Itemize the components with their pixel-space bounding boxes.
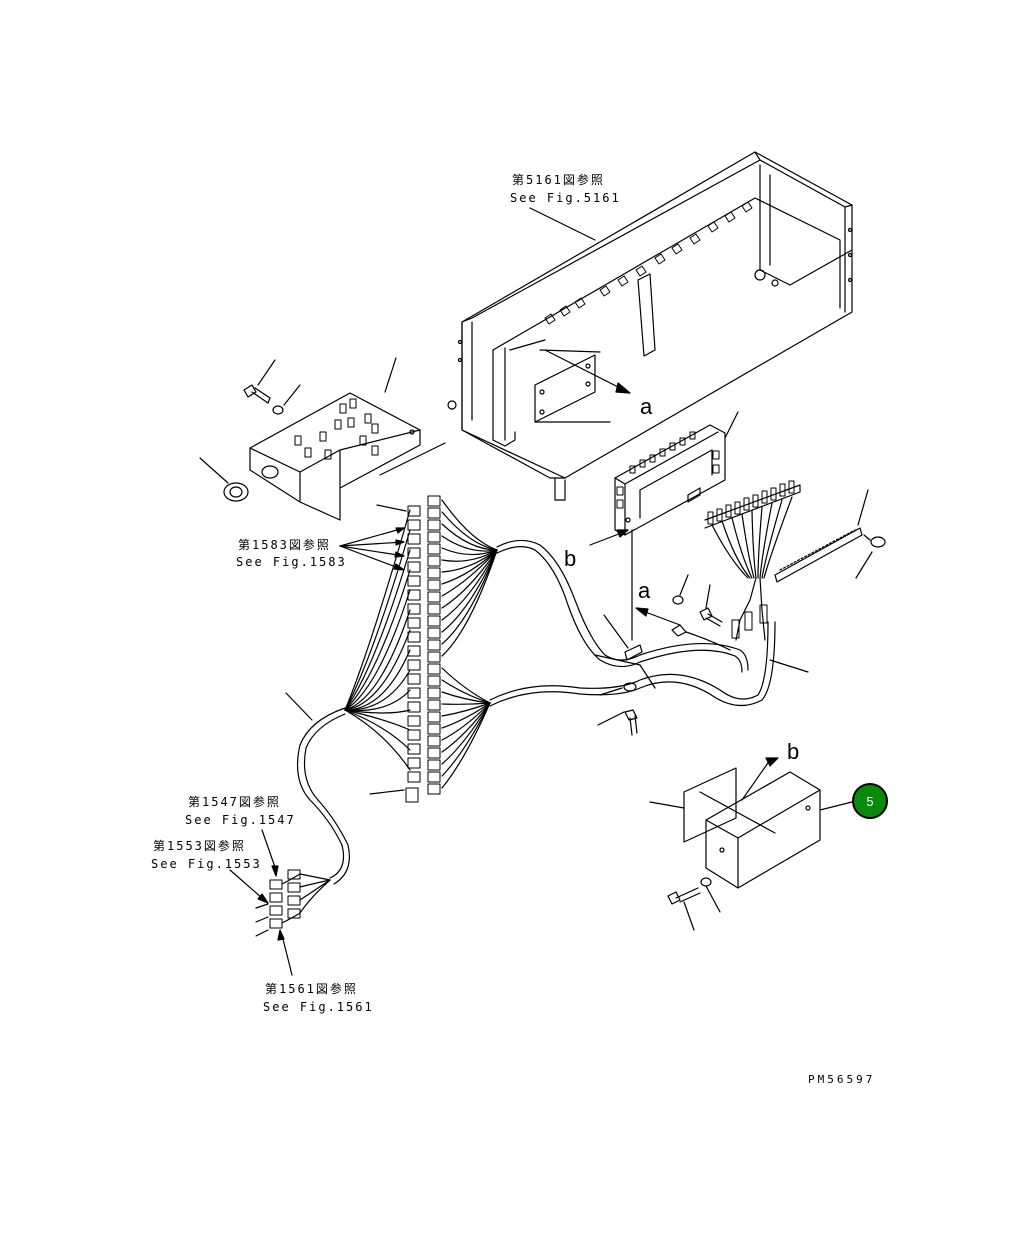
junction-box — [199, 357, 457, 521]
ref-1553-en: See Fig.1553 — [151, 857, 262, 871]
callout-b-left: b — [564, 546, 577, 571]
part-hotspot-5[interactable]: 5 — [852, 783, 888, 819]
ref-1547-en: See Fig.1547 — [185, 813, 296, 827]
connector-column-left — [405, 505, 421, 803]
part-hotspot-label: 5 — [866, 793, 874, 809]
ref-5161-en: See Fig.5161 — [510, 191, 621, 205]
relay-block — [614, 411, 886, 641]
ref-1561-jp: 第1561図参照 — [265, 982, 358, 996]
connector-column-right — [427, 495, 441, 795]
ref-1561-en: See Fig.1561 — [263, 1000, 374, 1014]
callout-a-upper: a — [640, 394, 653, 419]
ref-1553-jp: 第1553図参照 — [153, 839, 246, 853]
drawing-code: PM56597 — [808, 1073, 876, 1086]
callout-b-right: b — [787, 739, 800, 764]
ref-1547-jp: 第1547図参照 — [188, 795, 281, 809]
ref-1583-en: See Fig.1583 — [236, 555, 347, 569]
callout-a-lower: a — [638, 578, 651, 603]
wire-harness — [229, 495, 809, 976]
ref-1583-jp: 第1583図参照 — [238, 538, 331, 552]
cover-plate — [649, 757, 853, 931]
frame-assembly — [457, 151, 853, 501]
ref-5161-jp: 第5161図参照 — [512, 173, 605, 187]
connector-group-bottom — [269, 869, 301, 929]
